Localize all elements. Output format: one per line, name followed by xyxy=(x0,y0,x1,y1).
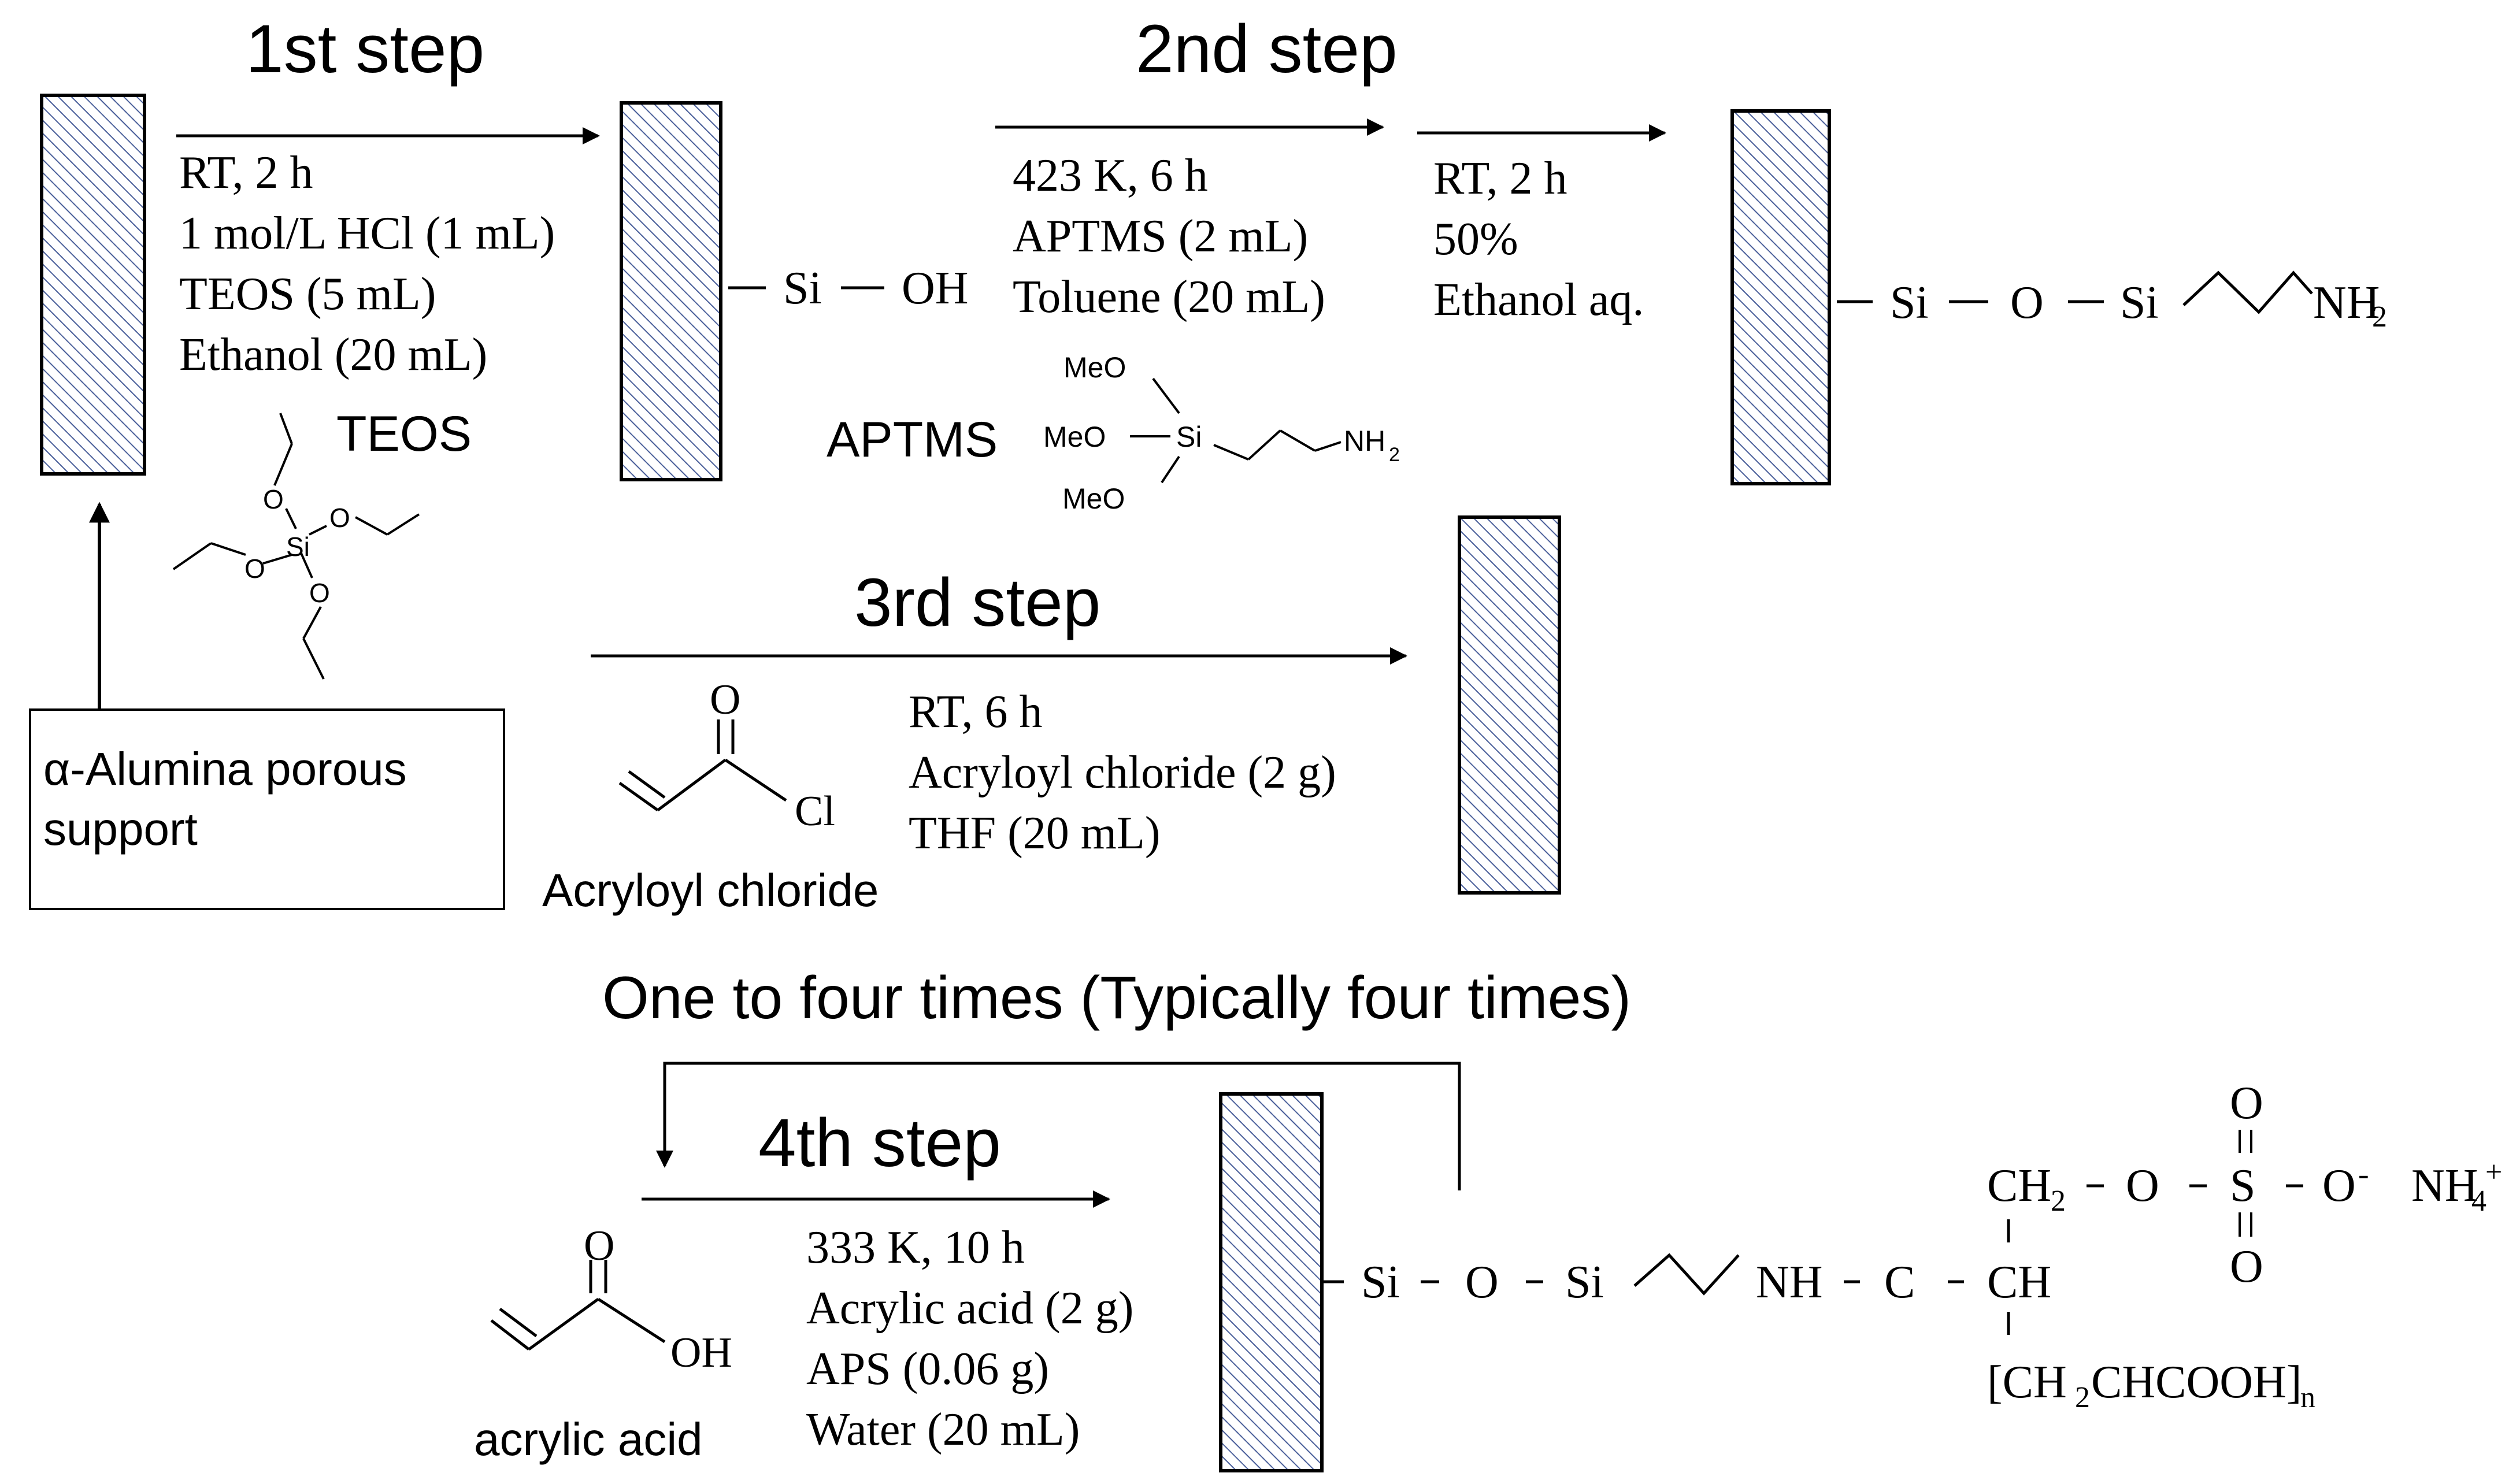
substrate-3 xyxy=(1730,109,1831,485)
product-s: S xyxy=(2230,1160,2256,1211)
teos-atom-si: Si xyxy=(286,532,310,562)
acryloyl-o: O xyxy=(710,676,740,724)
step2-condition-b2: 50% xyxy=(1433,214,1518,265)
step1-conditions: RT, 2 h 1 mol/L HCl (1 mL) TEOS (5 mL) E… xyxy=(179,147,555,380)
support-label-line1: α-Alumina porous xyxy=(43,743,407,795)
product-nh4-charge: + xyxy=(2485,1156,2502,1189)
aptms-structure: MeO MeO Si MeO NH 2 xyxy=(1043,351,1400,515)
step3-conditions: RT, 6 h Acryloyl chloride (2 g) THF (20 … xyxy=(909,687,1336,859)
teos-atom-o-top: O xyxy=(263,484,284,514)
acryloyl-chloride-label: Acryloyl chloride xyxy=(542,865,879,916)
teos-structure: O O Si O O xyxy=(172,413,420,680)
step2-condition-b3: Ethanol aq. xyxy=(1433,274,1644,325)
product-polymer-n: n xyxy=(2300,1381,2315,1414)
amine-nh-sub: 2 xyxy=(2372,300,2387,333)
product-polymer: [CH xyxy=(1987,1357,2067,1408)
amine-nh: NH xyxy=(2313,277,2380,328)
teos-label: TEOS xyxy=(336,406,472,462)
product-s-o-top: O xyxy=(2230,1078,2263,1129)
aptms-label: APTMS xyxy=(827,412,998,468)
product-nh4: NH xyxy=(2411,1160,2478,1211)
product-nh4-sub: 4 xyxy=(2471,1185,2486,1218)
step2-condition-a2: APTMS (2 mL) xyxy=(1013,211,1308,262)
support-box xyxy=(29,708,505,910)
product-o-ester: O xyxy=(2126,1160,2159,1211)
substrate-1 xyxy=(40,94,146,476)
amine-si-2: Si xyxy=(2120,277,2159,328)
step1-condition-4: Ethanol (20 mL) xyxy=(179,329,487,380)
product-ch: CH xyxy=(1987,1257,2051,1308)
step4-conditions: 333 K, 10 h Acrylic acid (2 g) APS (0.06… xyxy=(806,1222,1133,1455)
product-si-2: Si xyxy=(1565,1257,1604,1308)
amine-group: Si O Si NH 2 xyxy=(1837,270,2387,333)
step2-condition-b1: RT, 2 h xyxy=(1433,153,1567,204)
acrylic-acid-structure: O OH xyxy=(490,1222,732,1377)
substrate-4 xyxy=(1458,515,1561,895)
step2-condition-a3: Toluene (20 mL) xyxy=(1013,272,1325,322)
step1-condition-2: 1 mol/L HCl (1 mL) xyxy=(179,208,555,259)
step4-title: 4th step xyxy=(758,1105,1001,1181)
step2-conditions-b: RT, 2 h 50% Ethanol aq. xyxy=(1433,153,1644,325)
step3-condition-1: RT, 6 h xyxy=(909,687,1042,737)
aptms-meo-bottom: MeO xyxy=(1062,483,1125,515)
aptms-meo-top: MeO xyxy=(1063,351,1126,384)
product-nh: NH xyxy=(1756,1257,1823,1308)
substrate-5 xyxy=(1219,1092,1324,1472)
acryloyl-chloride-structure: O Cl xyxy=(618,676,835,835)
product-s-o-bottom: O xyxy=(2230,1241,2263,1292)
product-o-minus: - xyxy=(2358,1156,2369,1192)
acryloyl-cl: Cl xyxy=(795,788,835,835)
product-polymer-tail: CHCOOH] xyxy=(2091,1357,2302,1408)
step1-condition-3: TEOS (5 mL) xyxy=(179,269,436,320)
acrylic-o: O xyxy=(584,1222,614,1270)
acrylic-acid-label: acrylic acid xyxy=(474,1413,703,1465)
product-o: O xyxy=(1465,1257,1499,1308)
step3-condition-3: THF (20 mL) xyxy=(909,808,1161,859)
step3-title: 3rd step xyxy=(854,565,1100,641)
silanol-group: Si OH xyxy=(728,263,969,314)
product-o-anion: O xyxy=(2322,1160,2356,1211)
final-product: Si O Si NH C CH CH 2 O S O - NH 4 + O O xyxy=(1324,1078,2502,1414)
aptms-nh: NH xyxy=(1344,425,1385,457)
step3-condition-2: Acryloyl chloride (2 g) xyxy=(909,747,1336,798)
teos-atom-o-left: O xyxy=(244,554,265,584)
step4-condition-1: 333 K, 10 h xyxy=(806,1222,1025,1273)
repeat-note: One to four times (Typically four times) xyxy=(602,964,1631,1032)
step2-condition-a1: 423 K, 6 h xyxy=(1013,150,1208,201)
aptms-meo-middle: MeO xyxy=(1043,421,1106,453)
step1-condition-1: RT, 2 h xyxy=(179,147,313,198)
step2-title: 2nd step xyxy=(1136,11,1398,87)
aptms-nh-sub: 2 xyxy=(1389,444,1400,466)
step1-title: 1st step xyxy=(246,11,484,87)
repeat-loop-arrow xyxy=(656,1062,1461,1190)
step4-condition-3: APS (0.06 g) xyxy=(806,1344,1049,1394)
product-polymer-sub: 2 xyxy=(2075,1381,2090,1414)
amine-si-1: Si xyxy=(1890,277,1929,328)
amine-o: O xyxy=(2010,277,2044,328)
teos-atom-o-right: O xyxy=(329,503,350,533)
silanol-oh: OH xyxy=(902,263,969,314)
product-ch2: CH xyxy=(1987,1160,2051,1211)
step4-condition-2: Acrylic acid (2 g) xyxy=(806,1283,1133,1334)
step2-conditions-a: 423 K, 6 h APTMS (2 mL) Toluene (20 mL) xyxy=(1013,150,1325,322)
product-si-1: Si xyxy=(1361,1257,1400,1308)
aptms-si: Si xyxy=(1176,421,1202,453)
product-ch2-sub: 2 xyxy=(2051,1185,2066,1218)
acrylic-oh: OH xyxy=(670,1329,732,1377)
support-label-line2: support xyxy=(43,803,198,855)
silanol-si: Si xyxy=(783,263,822,314)
teos-atom-o-bottom: O xyxy=(309,578,330,608)
substrate-2 xyxy=(620,101,722,481)
step4-condition-4: Water (20 mL) xyxy=(806,1404,1080,1455)
product-c: C xyxy=(1884,1257,1915,1308)
